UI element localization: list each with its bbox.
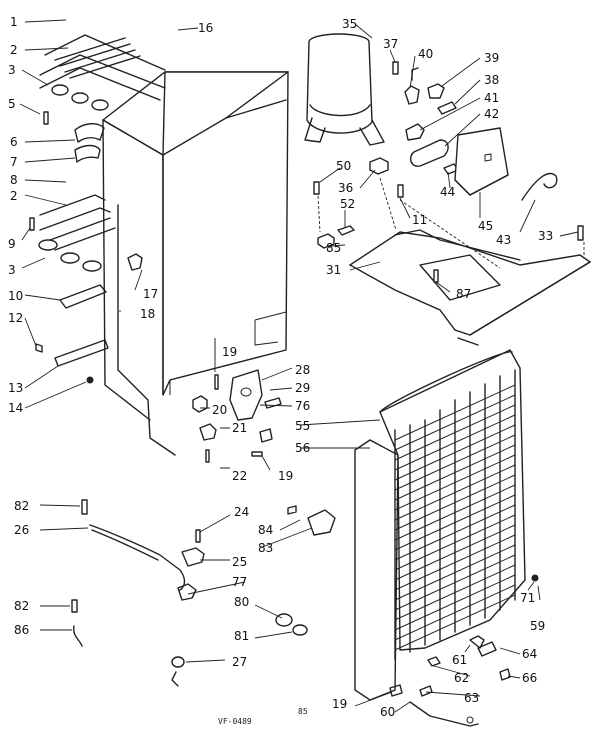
callout-71: 71 bbox=[520, 591, 535, 605]
callout-36: 36 bbox=[338, 181, 353, 195]
callout-31: 31 bbox=[326, 263, 341, 277]
callout-63: 63 bbox=[464, 691, 479, 705]
wiring-harness bbox=[71, 499, 186, 687]
callout-3b: 3 bbox=[8, 263, 16, 277]
drawing-code: VF-0489 bbox=[218, 717, 252, 726]
callout-64: 64 bbox=[522, 647, 537, 661]
callout-50: 50 bbox=[336, 159, 351, 173]
callout-60: 60 bbox=[380, 705, 395, 719]
callout-80: 80 bbox=[234, 595, 249, 609]
refrigerator-cabinet bbox=[101, 71, 289, 456]
callout-18: 18 bbox=[140, 307, 155, 321]
callout-84: 84 bbox=[258, 523, 273, 537]
callout-8: 8 bbox=[10, 173, 18, 187]
callout-43: 43 bbox=[496, 233, 511, 247]
callout-82b: 82 bbox=[14, 599, 29, 613]
callout-52: 52 bbox=[340, 197, 355, 211]
callout-11: 11 bbox=[412, 213, 427, 227]
callout-19: 19 bbox=[222, 345, 237, 359]
callout-13: 13 bbox=[8, 381, 23, 395]
page-number: 85 bbox=[298, 707, 308, 716]
callout-2: 2 bbox=[10, 43, 18, 57]
callout-76: 76 bbox=[295, 399, 310, 413]
callout-20: 20 bbox=[212, 403, 227, 417]
callout-33: 33 bbox=[538, 229, 553, 243]
callout-labels: 1 2 3 5 6 7 8 2 9 3 10 12 13 14 16 17 18… bbox=[8, 15, 553, 726]
lower-tube-assembly bbox=[29, 194, 116, 384]
callout-7: 7 bbox=[10, 155, 18, 169]
callout-21: 21 bbox=[232, 421, 247, 435]
callout-35: 35 bbox=[342, 17, 357, 31]
callout-66: 66 bbox=[522, 671, 537, 685]
callout-37: 37 bbox=[383, 37, 398, 51]
callout-59: 59 bbox=[530, 619, 545, 633]
callout-5: 5 bbox=[8, 97, 16, 111]
callout-56: 56 bbox=[295, 441, 310, 455]
callout-19b: 19 bbox=[278, 469, 293, 483]
callout-42: 42 bbox=[484, 107, 499, 121]
callout-9: 9 bbox=[8, 237, 16, 251]
callout-82: 82 bbox=[14, 499, 29, 513]
compressor-base-plate bbox=[317, 177, 592, 346]
callout-29: 29 bbox=[295, 381, 310, 395]
callout-3: 3 bbox=[8, 63, 16, 77]
callout-14: 14 bbox=[8, 401, 23, 415]
callout-1: 1 bbox=[10, 15, 18, 29]
callout-39: 39 bbox=[484, 51, 499, 65]
callout-45: 45 bbox=[478, 219, 493, 233]
callout-19c: 19 bbox=[332, 697, 347, 711]
callout-61: 61 bbox=[452, 653, 467, 667]
callout-16: 16 bbox=[198, 21, 213, 35]
callout-17: 17 bbox=[143, 287, 158, 301]
callout-40: 40 bbox=[418, 47, 433, 61]
callout-85: 85 bbox=[326, 241, 341, 255]
callout-25: 25 bbox=[232, 555, 247, 569]
callout-10: 10 bbox=[8, 289, 23, 303]
callout-22: 22 bbox=[232, 469, 247, 483]
callout-81: 81 bbox=[234, 629, 249, 643]
callout-86: 86 bbox=[14, 623, 29, 637]
callout-87: 87 bbox=[456, 287, 471, 301]
callout-77: 77 bbox=[232, 575, 247, 589]
callout-41: 41 bbox=[484, 91, 499, 105]
callout-12: 12 bbox=[8, 311, 23, 325]
leader-lines bbox=[19, 19, 579, 713]
callout-27: 27 bbox=[232, 655, 247, 669]
callout-6: 6 bbox=[10, 135, 18, 149]
cabinet-hardware bbox=[192, 369, 282, 463]
callout-83: 83 bbox=[258, 541, 273, 555]
callout-44: 44 bbox=[440, 185, 455, 199]
callout-62: 62 bbox=[454, 671, 469, 685]
callout-28: 28 bbox=[295, 363, 310, 377]
callout-38: 38 bbox=[484, 73, 499, 87]
condenser-coil bbox=[354, 349, 539, 727]
upper-tube-assembly bbox=[39, 34, 166, 163]
callout-26: 26 bbox=[14, 523, 29, 537]
compressor-assembly bbox=[304, 33, 558, 249]
callout-2b: 2 bbox=[10, 189, 18, 203]
relay-hardware bbox=[177, 505, 336, 636]
callout-24: 24 bbox=[234, 505, 249, 519]
callout-55: 55 bbox=[295, 419, 310, 433]
